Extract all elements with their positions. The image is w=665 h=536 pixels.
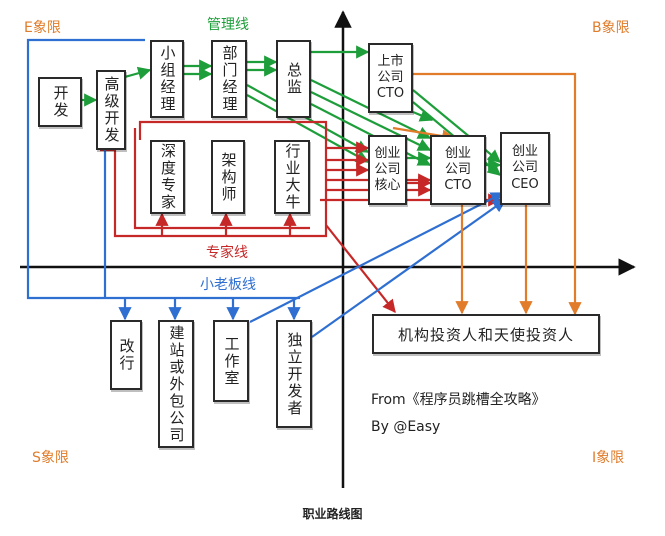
node-director: 总监 xyxy=(276,40,311,118)
author-caption: By @Easy xyxy=(371,419,441,435)
source-caption: From《程序员跳槽全攻略》 xyxy=(371,392,546,408)
quadrant-e-label: E象限 xyxy=(24,20,61,36)
node-dept-manager: 部门经理 xyxy=(211,40,247,118)
node-indie-dev: 独立开发者 xyxy=(276,320,312,428)
figure-caption: 职业路线图 xyxy=(302,507,363,521)
node-deep-expert: 深度专家 xyxy=(150,140,185,214)
management-line-arrows xyxy=(82,45,502,176)
axes xyxy=(20,10,636,488)
node-public-cto: 上市 公司 CTO xyxy=(368,43,413,113)
node-outsourcing: 建站或外包公司 xyxy=(158,320,194,448)
node-investors: 机构投资人和天使投资人 xyxy=(372,314,600,354)
boss-line-label: 小老板线 xyxy=(200,277,256,293)
quadrant-i-label: I象限 xyxy=(592,450,625,466)
node-studio: 工作室 xyxy=(213,320,249,402)
node-startup-cto: 创业 公司 CTO xyxy=(430,135,486,205)
management-line-label: 管理线 xyxy=(207,17,249,33)
node-team-manager: 小组经理 xyxy=(150,40,184,118)
node-industry-leader: 行业大牛 xyxy=(274,140,310,214)
node-startup-ceo: 创业 公司 CEO xyxy=(500,132,550,205)
expert-line-arrows xyxy=(100,120,502,314)
node-career-change: 改行 xyxy=(110,320,142,390)
quadrant-b-label: B象限 xyxy=(592,20,630,36)
expert-line-label: 专家线 xyxy=(206,245,248,261)
node-senior-dev: 高级开发 xyxy=(96,70,126,150)
boss-line-arrows xyxy=(26,38,507,338)
quadrant-s-label: S象限 xyxy=(32,450,69,466)
node-dev: 开发 xyxy=(38,77,82,127)
node-startup-core: 创业 公司 核心 xyxy=(368,135,407,205)
node-architect: 架构师 xyxy=(211,140,245,214)
